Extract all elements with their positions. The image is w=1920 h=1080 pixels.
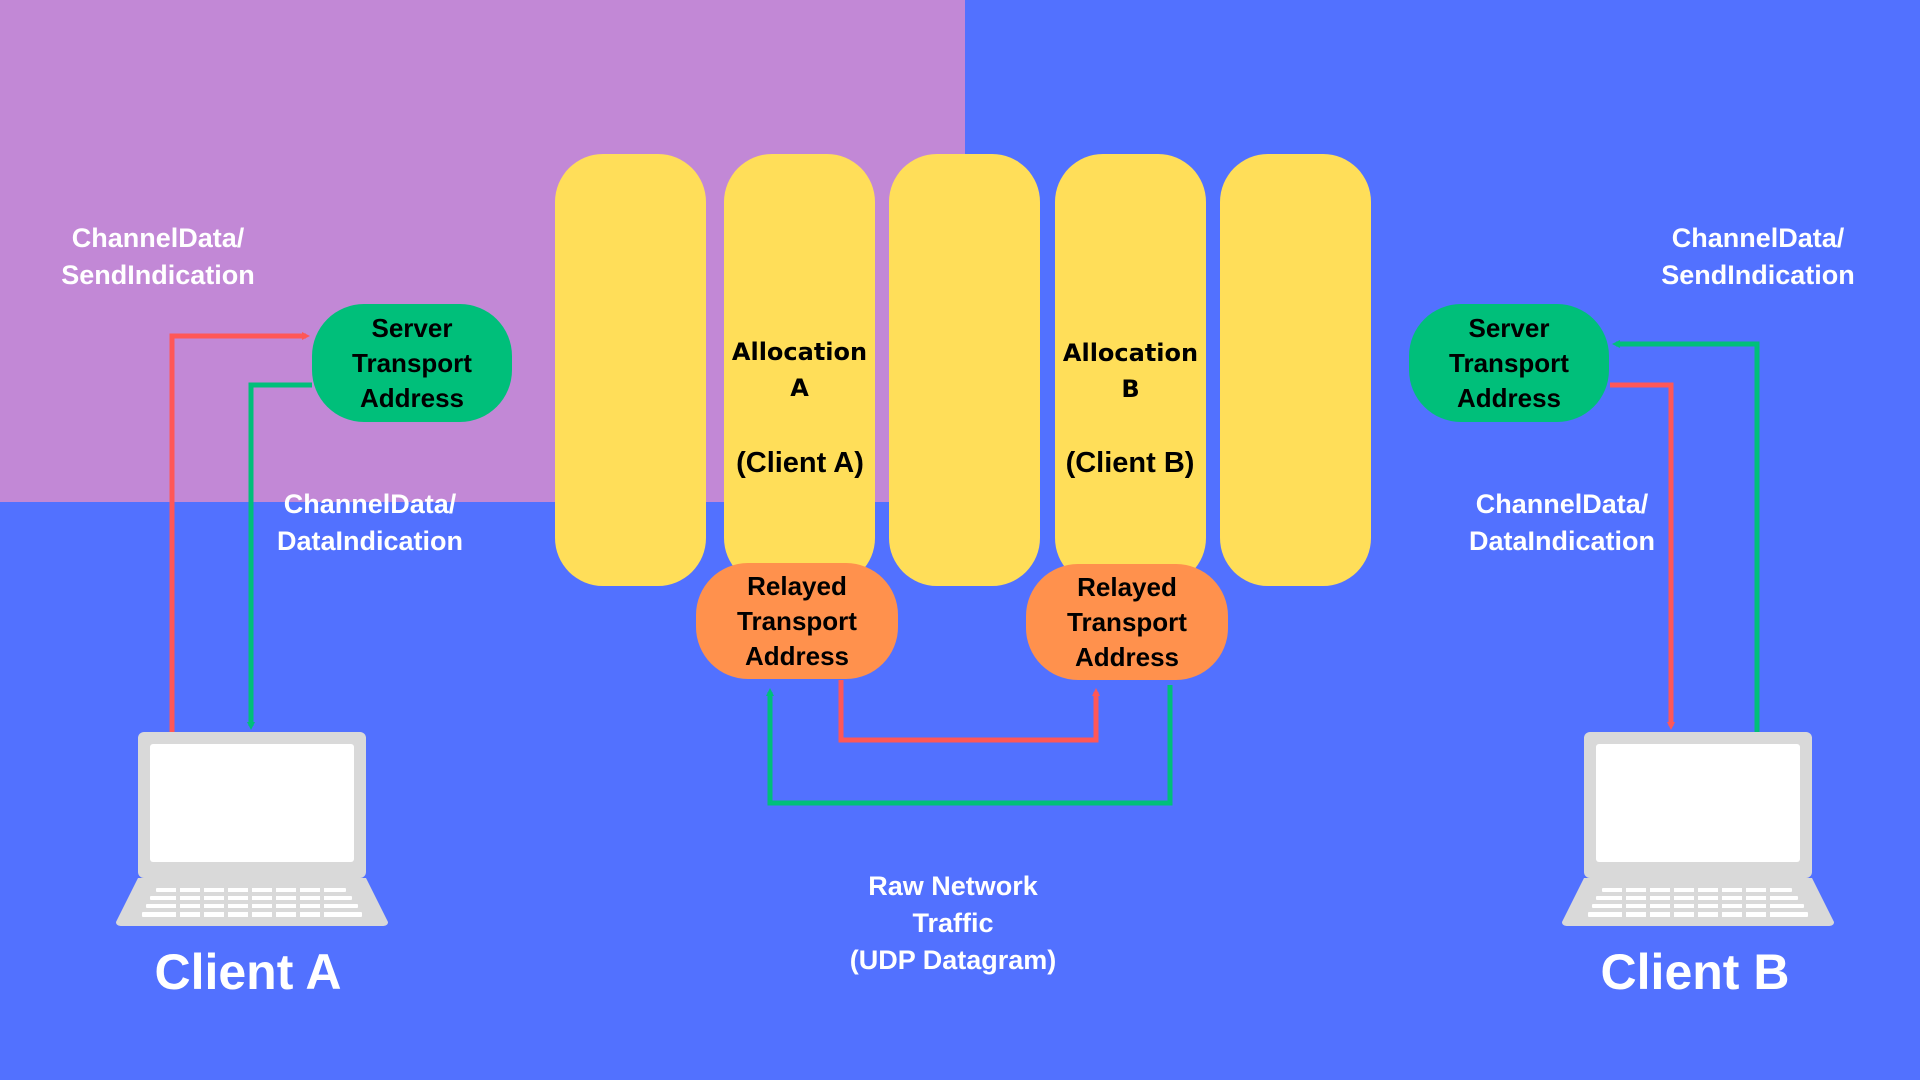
left-send-arrow xyxy=(169,332,310,733)
allocation-slot-3 xyxy=(889,154,1040,586)
right-send-arrow xyxy=(1612,340,1760,733)
laptop-icon xyxy=(1562,732,1834,926)
allocation-slot-1 xyxy=(555,154,706,586)
client-b-label: Client B xyxy=(1600,944,1790,1000)
right-receive-label: ChannelData/ DataIndication xyxy=(1468,489,1656,556)
server-transport-address-right: Server Transport Address xyxy=(1409,304,1609,422)
client-a-label: Client A xyxy=(154,944,342,1000)
allocation-b-client: (Client B) xyxy=(1065,447,1195,479)
left-receive-arrow xyxy=(247,382,312,730)
relay-a-to-b-arrow xyxy=(838,680,1100,743)
raw-network-traffic-label: Raw Network Traffic (UDP Datagram) xyxy=(849,871,1057,975)
left-receive-label: ChannelData/ DataIndication xyxy=(276,489,464,556)
laptop-icon xyxy=(116,732,388,926)
relayed-transport-address-a: Relayed Transport Address xyxy=(696,563,898,679)
left-send-label: ChannelData/ SendIndication xyxy=(61,223,255,290)
server-transport-address-left: Server Transport Address xyxy=(312,304,512,422)
allocation-a-client: (Client A) xyxy=(736,447,864,479)
relay-b-to-a-arrow xyxy=(766,685,1173,806)
allocation-slot-a xyxy=(724,154,875,586)
allocation-slot-b xyxy=(1055,154,1206,586)
right-receive-arrow xyxy=(1610,382,1675,730)
relayed-transport-address-b: Relayed Transport Address xyxy=(1026,564,1228,680)
allocation-slot-5 xyxy=(1220,154,1371,586)
right-send-label: ChannelData/ SendIndication xyxy=(1661,223,1855,290)
allocation-b-title: Allocation B xyxy=(1062,339,1199,403)
allocation-a-title: Allocation A xyxy=(731,338,868,402)
